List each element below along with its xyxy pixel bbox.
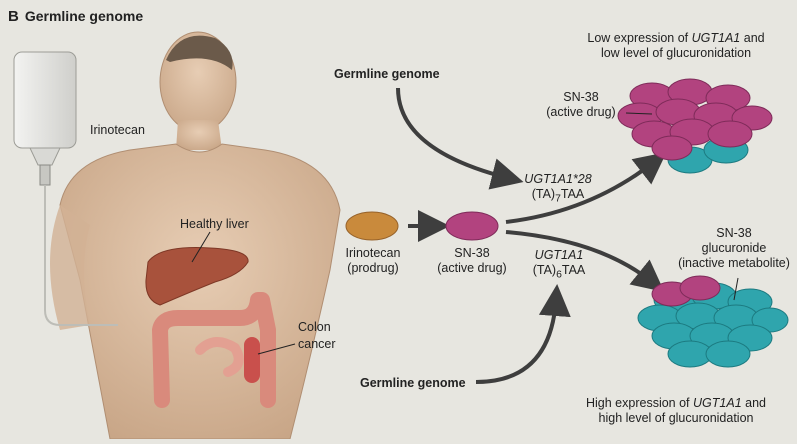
allele-1-name: UGT1A1 [534,248,584,262]
allele-1-seq-repeat: 6 [556,269,562,281]
active-drug-center-line2: (active drug) [437,261,507,275]
panel-title: B Germline genome [8,8,143,25]
colon-icon [152,292,276,408]
active-drug-center-line1: SN-38 [454,246,490,260]
active-drug-cluster-icon [617,78,773,174]
colon-cancer-label-line2: cancer [298,337,336,351]
high-expression-text-post: and [741,396,766,410]
glucuronide-pointer [733,277,739,301]
active-drug-molecule-icon [445,211,499,241]
sn38-top-pointer [625,112,653,115]
arrow-germline-bottom [475,284,571,384]
arrow-to-high-expression [505,230,665,293]
allele-28-sequence: (TA)7TAA [518,187,598,207]
colon-cancer-label: Colon cancer [298,319,336,353]
allele-28-label: UGT1A1*28 (TA)7TAA [518,172,598,207]
inactive-metabolite-cluster-icon [637,275,789,368]
high-expression-gene: UGT1A1 [693,396,742,410]
allele-28-seq-repeat: 7 [555,193,561,205]
glucuronide-line3: (inactive metabolite) [678,256,790,270]
high-expression-line2: high level of glucuronidation [598,411,754,425]
prodrug-label: Irinotecan (prodrug) [340,246,406,276]
high-expression-text-pre: High expression of [586,396,694,410]
allele-1-label: UGT1A1 (TA)6TAA [526,248,592,283]
sn38-top-line1: SN-38 [563,90,599,104]
low-expression-line2: low level of glucuronidation [600,46,752,60]
sn38-top-label: SN-38 (active drug) [536,90,626,120]
arrow-germline-top [396,87,524,190]
high-expression-caption: High expression of UGT1A1 and high level… [566,396,786,426]
colon-cancer-label-line1: Colon [298,320,331,334]
glucuronide-line2: glucuronide [701,241,767,255]
glucuronide-line1: SN-38 [716,226,752,240]
allele-28-seq-suffix: TAA [560,187,585,201]
active-drug-center-label: SN-38 (active drug) [432,246,512,276]
low-expression-caption: Low expression of UGT1A1 and low level o… [566,31,786,61]
sn38-top-line2: (active drug) [546,105,616,119]
healthy-liver-label: Healthy liver [180,217,249,231]
prodrug-label-line1: Irinotecan [345,246,401,260]
low-expression-text-post: and [740,31,765,45]
allele-28-seq-prefix: (TA) [531,187,556,201]
human-figure-icon [50,31,341,440]
panel-letter: B [8,8,19,25]
high-expression-line1: High expression of UGT1A1 and [566,396,786,411]
prodrug-molecule-icon [345,211,399,241]
irinotecan-bag-label: Irinotecan [90,123,145,137]
prodrug-label-line2: (prodrug) [347,261,399,275]
arrow-to-low-expression [505,152,667,224]
allele-1-sequence: (TA)6TAA [526,263,592,283]
germline-bottom-label: Germline genome [360,376,466,390]
liver-pointer [191,231,211,263]
germline-top-label: Germline genome [334,67,440,81]
allele-28-name: UGT1A1*28 [524,172,592,186]
glucuronide-label: SN-38 glucuronide (inactive metabolite) [672,226,796,271]
low-expression-line1: Low expression of UGT1A1 and [566,31,786,46]
panel-title-text: Germline genome [24,8,144,24]
colon-pointer [257,343,296,355]
low-expression-text-pre: Low expression of [587,31,692,45]
iv-bag-icon [13,51,118,326]
allele-1-seq-suffix: TAA [561,263,586,277]
low-expression-gene: UGT1A1 [691,31,741,45]
liver-icon [145,247,249,306]
allele-1-seq-prefix: (TA) [532,263,557,277]
